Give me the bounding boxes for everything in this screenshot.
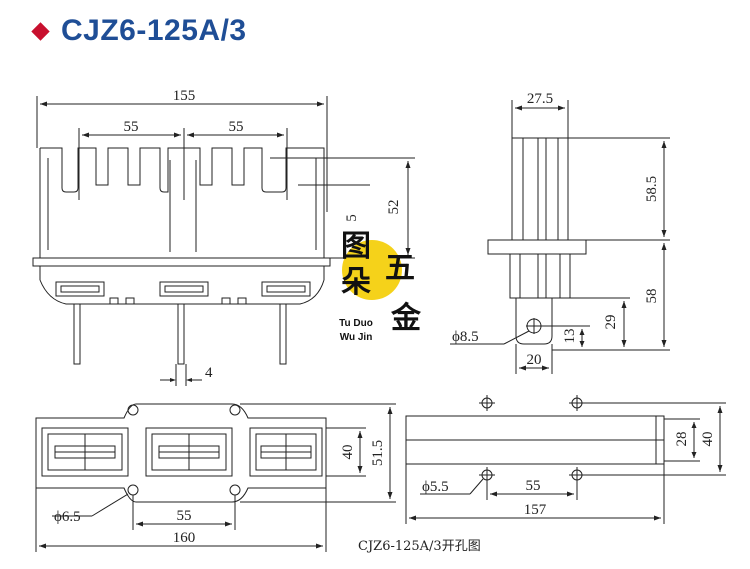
title-bar: CJZ6-125A/3 bbox=[26, 6, 247, 56]
dim-40-cutout: 40 bbox=[700, 432, 716, 447]
dim-160: 160 bbox=[173, 530, 196, 546]
watermark-line-2: Wu Jin bbox=[340, 332, 373, 343]
dim-29: 29 bbox=[603, 315, 619, 330]
watermark-char-duo: 朵 bbox=[341, 265, 371, 300]
watermark-char-tu: 图 bbox=[341, 229, 371, 264]
dim-20: 20 bbox=[527, 352, 542, 368]
dim-5: 5 bbox=[344, 214, 360, 222]
dim-55-left: 55 bbox=[124, 119, 139, 135]
dim-40-bottom: 40 bbox=[340, 445, 356, 460]
dim-phi-6-5: ϕ6.5 bbox=[54, 509, 81, 525]
watermark-circle bbox=[342, 240, 402, 300]
bottom-view: ϕ6.5 55 160 40 51.5 bbox=[35, 403, 396, 552]
dim-157: 157 bbox=[524, 502, 547, 518]
watermark-line-1: Tu Duo bbox=[339, 318, 373, 329]
dim-58: 58 bbox=[644, 289, 660, 304]
dim-155: 155 bbox=[173, 88, 196, 104]
cutout-caption: CJZ6-125A/3开孔图 bbox=[358, 539, 481, 554]
dim-55-right: 55 bbox=[229, 119, 244, 135]
dim-55-cutout: 55 bbox=[526, 478, 541, 494]
side-view: 27.5 ϕ8.5 20 58.5 bbox=[450, 91, 670, 374]
dim-52: 52 bbox=[386, 200, 402, 215]
front-view: 155 55 55 bbox=[32, 88, 415, 386]
dim-4: 4 bbox=[205, 365, 213, 381]
dim-51-5: 51.5 bbox=[370, 440, 386, 466]
watermark-logo: 图 五 朵 金 Tu Duo Wu Jin bbox=[339, 229, 422, 343]
dim-phi-5-5: ϕ5.5 bbox=[422, 479, 449, 495]
dim-58-5: 58.5 bbox=[644, 176, 660, 202]
page-title: CJZ6-125A/3 bbox=[61, 14, 247, 47]
dim-13: 13 bbox=[562, 329, 578, 344]
dim-28: 28 bbox=[674, 432, 690, 447]
dim-phi-8-5: ϕ8.5 bbox=[452, 329, 479, 345]
watermark-char-jin: 金 bbox=[390, 301, 422, 336]
dim-55-bottom: 55 bbox=[177, 508, 192, 524]
dim-27-5: 27.5 bbox=[527, 91, 553, 107]
watermark-char-wu: 五 bbox=[385, 251, 415, 286]
cutout-view: ϕ5.5 55 157 28 40 CJZ6-125A/3开孔图 bbox=[358, 395, 726, 554]
